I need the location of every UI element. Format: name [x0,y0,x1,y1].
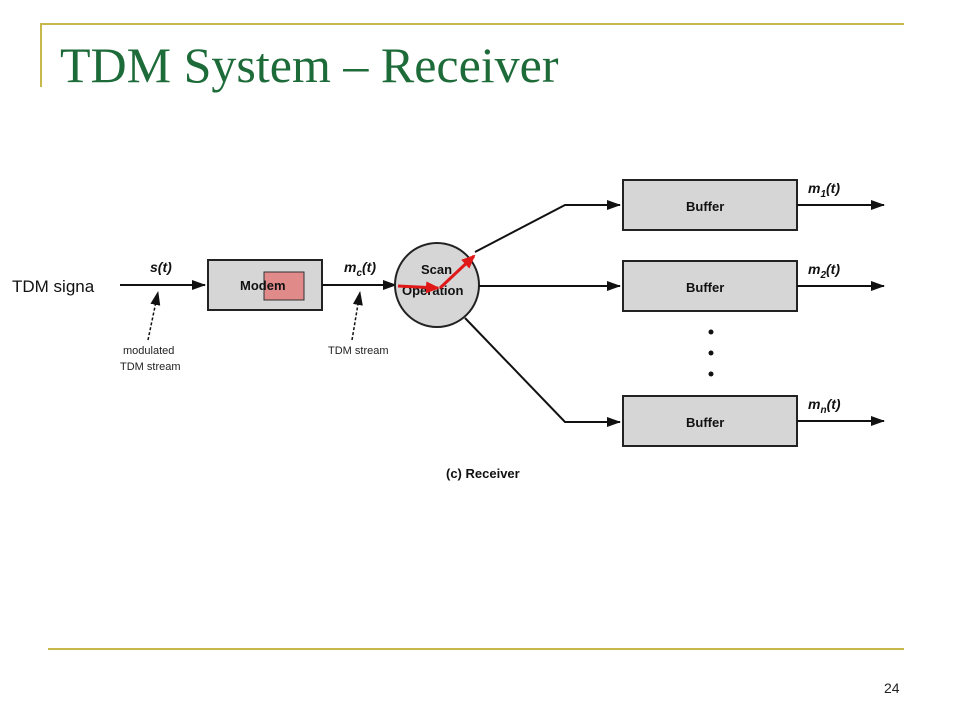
buffer-block-2 [622,260,798,312]
overlay-tdm-signal-label: TDM signa [12,277,95,296]
ellipsis-dot-2 [708,350,714,356]
output-label-1-main: m [808,180,820,196]
output-label-2: m2(t) [808,261,840,281]
modulated-note-line2: TDM stream [120,361,181,373]
modulated-note-pointer [147,291,161,341]
output-label-n: mn(t) [808,396,841,416]
ellipsis-dot-1 [708,329,714,335]
modem-label: Modem [240,278,286,293]
fanout-wire-n [464,317,621,427]
tdm-stream-note: TDM stream [328,345,389,357]
red-pointer-diagonal [438,254,476,290]
input-signal-label: s(t) [150,259,172,275]
modem-highlight [263,271,305,301]
frame-top-line [40,23,904,25]
output-label-1-sub: 1 [820,189,826,200]
ellipsis-dot-3 [708,371,714,377]
fanout-wire-1 [474,200,621,253]
modulated-note-line1: modulated [123,345,174,357]
output-label-n-main: m [808,396,820,412]
mc-signal-tail: (t) [362,259,376,275]
tdm-stream-pointer [351,291,363,341]
frame-left-line [40,23,42,87]
mc-signal-label: mc(t) [344,259,376,279]
buffer-label-n: Buffer [686,415,724,430]
output-label-1-tail: (t) [826,180,840,196]
overlay-label-background [4,274,120,298]
scan-label-line1: Scan [421,262,452,277]
buffer-block-1 [622,179,798,231]
slide-title: TDM System – Receiver [60,37,559,93]
red-pointer-horizontal [397,281,440,294]
output-label-n-sub: n [820,405,826,416]
mc-signal-sub: c [356,268,362,279]
page-number: 24 [884,680,900,696]
mc-signal-main: m [344,259,356,275]
diagram-caption: (c) Receiver [446,466,520,481]
buffer-label-1: Buffer [686,199,724,214]
output-label-2-main: m [808,261,820,277]
buffer-block-n [622,395,798,447]
output-label-1: m1(t) [808,180,840,200]
output-label-2-sub: 2 [819,270,826,281]
buffer-label-2: Buffer [686,280,724,295]
frame-bottom-line [48,648,904,650]
output-label-2-tail: (t) [826,261,840,277]
output-label-n-tail: (t) [827,396,841,412]
